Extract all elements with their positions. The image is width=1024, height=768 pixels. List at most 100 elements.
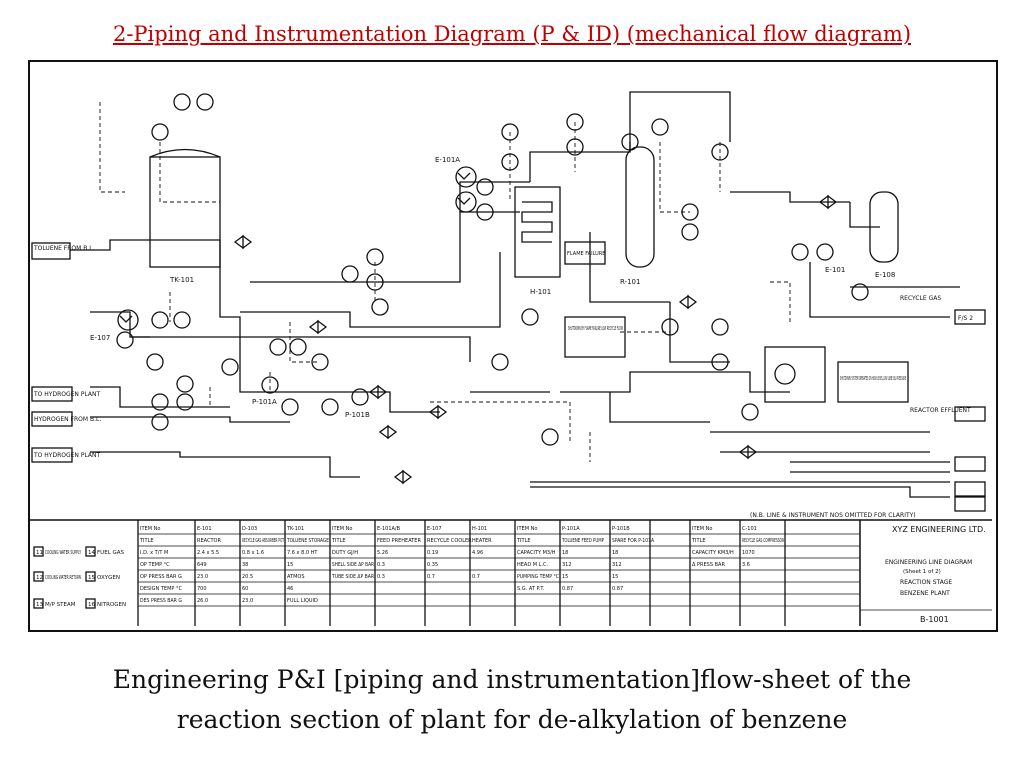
table-cell: 38 (242, 562, 248, 568)
table-cell: ATMOS (287, 574, 305, 580)
table-cell: 15 (612, 574, 618, 580)
table-cell: 26.0 (197, 598, 208, 604)
table-cell: 2.4 x 5.5 (197, 550, 219, 556)
slide-title: 2-Piping and Instrumentation Diagram (P … (112, 22, 912, 46)
stream-recycle-gas: RECYCLE GAS (900, 295, 941, 302)
table-cell: SPARE FOR P-101A (612, 538, 655, 544)
table-cell: 46 (287, 586, 293, 592)
flame-failure-box (564, 241, 606, 265)
table-header-cell: P-101A (562, 526, 580, 532)
legend-code: 16 (88, 602, 95, 608)
table-cell: 5.26 (377, 550, 388, 556)
note-shutdown: SHUTDOWN BY FLAME FAILURE LOW RECYCLE FL… (568, 326, 623, 332)
shutdown-box (564, 316, 626, 358)
exchanger-e101b (455, 191, 477, 213)
pump-p101b (351, 388, 369, 406)
legend-label: NITROGEN (97, 602, 126, 608)
table-cell: DES PRESS BAR G (140, 598, 182, 604)
table-cell: 0.3 (377, 562, 385, 568)
legend-label: COOLING WATER RETURN (45, 575, 81, 581)
table-cell: TITLE (516, 538, 531, 544)
table-cell: 0.87 (612, 586, 623, 592)
note-flame-failure: FLAME FAILURE (567, 251, 605, 257)
table-cell: 15 (562, 574, 568, 580)
equipment-labels: TK-101 E-101A E-107 H-101 R-101 E-101 E-… (90, 156, 895, 419)
table-header-cell: D-103 (242, 526, 257, 532)
caption-line-2: reaction section of plant for de-alkylat… (176, 705, 848, 734)
table-cell: I.D. x T/T M (140, 550, 168, 556)
storage-tank-tk101 (149, 156, 221, 268)
data-tables (30, 519, 992, 626)
note-line-numbers: (N.B. LINE & INSTRUMENT NOS OMITTED FOR … (750, 512, 916, 519)
table-header-cell: ITEM No (332, 526, 352, 532)
tb-number: B-1001 (920, 615, 949, 624)
legend-code: 13 (36, 602, 43, 608)
table-header-cell: ITEM No (140, 526, 160, 532)
table-cell: 23.0 (197, 574, 208, 580)
table-header-cell: C-101 (742, 526, 757, 532)
tb-stage: REACTION STAGE (900, 579, 952, 586)
table-cell: 18 (612, 550, 618, 556)
exchanger-e101a (455, 166, 477, 188)
table-header-cell: ITEM No (517, 526, 537, 532)
table-cell: 60 (242, 586, 248, 592)
stream-reactor-effluent: REACTOR EFFLUENT (910, 407, 971, 414)
stream-to-h2-plant: TO HYDROGEN PLANT (33, 391, 101, 398)
table-cell: RECYCLE GAS ABSORBER POT (242, 538, 285, 544)
table-cell: 4.96 (472, 550, 483, 556)
slide-caption: Engineering P&I [piping and instrumentat… (0, 660, 1024, 740)
stream-fs2: F/S 2 (958, 315, 973, 322)
table-cell: RECYCLE COOLER (427, 538, 472, 544)
table-cell: 15 (287, 562, 293, 568)
table-cell: DUTY GJ/H (332, 550, 358, 556)
tb-company: XYZ ENGINEERING LTD. (892, 525, 986, 534)
title-block: XYZ ENGINEERING LTD. ENGINEERING LINE DI… (885, 525, 986, 624)
process-lines (70, 91, 960, 498)
label-p101b: P-101B (345, 411, 370, 419)
exchanger-e107 (117, 309, 139, 331)
label-e108: E-108 (875, 271, 895, 279)
furnace-h101 (514, 186, 561, 278)
table-cell: Δ PRESS BAR (692, 562, 725, 568)
table-cell: 0.19 (427, 550, 438, 556)
table-cell: FULL LIQUID (287, 598, 318, 604)
table-cell: TITLE (331, 538, 346, 544)
table-cell: 7.6 x 8.0 HT (287, 550, 318, 556)
label-h101: H-101 (530, 288, 551, 296)
stream-tags: TOLUENE FROM B.L. TO HYDROGEN PLANT HYDR… (31, 242, 986, 512)
table-cell: 312 (612, 562, 622, 568)
legend-label: OXYGEN (97, 575, 120, 581)
stream-to-h2-plant-2: TO HYDROGEN PLANT (33, 452, 101, 459)
table-cell: 1070 (742, 550, 755, 556)
table-header-cell: P-101B (612, 526, 630, 532)
table-cell: HEATER (472, 538, 492, 544)
pid-diagram: TOLUENE FROM B.L. TO HYDROGEN PLANT HYDR… (28, 60, 998, 632)
label-r101: R-101 (620, 278, 640, 286)
table-cell: HEAD M L.C. (517, 562, 549, 568)
tb-sheet: (Sheet 1 of 2) (903, 569, 941, 575)
table-cell: TUBE SIDE ΔP BAR (331, 574, 374, 580)
compressor-c101 (774, 363, 796, 385)
valves (233, 194, 838, 485)
table-cell: 0.7 (472, 574, 480, 580)
table-header-cell: ITEM No (692, 526, 712, 532)
table-cell: 700 (197, 586, 207, 592)
table-cell: 20.5 (242, 574, 253, 580)
legend-code: 14 (88, 550, 95, 556)
label-e101a: E-101A (435, 156, 460, 164)
table-cell: DESIGN TEMP °C (140, 586, 182, 592)
table-cell: CAPACITY M3/H (517, 550, 556, 556)
table-header-cell: E-107 (427, 526, 442, 532)
table-cell: FEED PREHEATER (377, 538, 421, 544)
table-cell: 0.87 (562, 586, 573, 592)
flash-drum (869, 191, 899, 263)
label-tk101: TK-101 (169, 276, 194, 284)
utility-legend: 11 COOLING WATER SUPPLY 12 COOLING WATER… (33, 546, 126, 609)
shutdown-system-box (837, 361, 909, 403)
stream-hydrogen: HYDROGEN FROM B.L. (34, 416, 101, 423)
table-cell: 23.0 (242, 598, 253, 604)
table-cell: TITLE (139, 538, 154, 544)
table-cell: 0.35 (427, 562, 438, 568)
tb-drawing: ENGINEERING LINE DIAGRAM (885, 559, 972, 566)
